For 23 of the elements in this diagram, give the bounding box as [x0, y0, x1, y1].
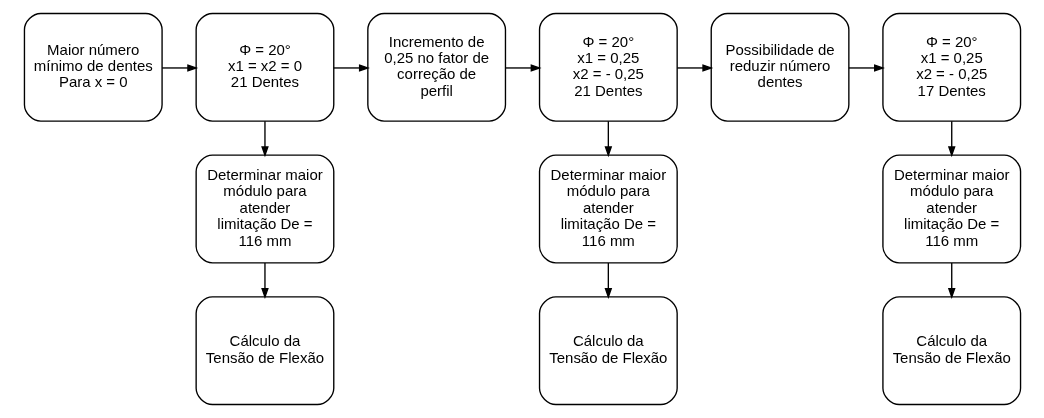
node-box: Cálculo da Tensão de Flexão — [538, 296, 678, 406]
arrow — [504, 64, 542, 72]
node-box: Determinar maior módulo para atender limitação De = 116 mm — [881, 154, 1021, 264]
node-box: Incremento de 0,25 no fator de correção de perfil — [366, 12, 506, 122]
node-box: Determinar maior módulo para atender limitação De = 116 mm — [194, 154, 334, 264]
node-box: Φ = 20° x1 = 0,25 x2 = - 0,25 21 Dentes — [538, 12, 678, 122]
arrow — [604, 262, 612, 299]
node-box: Maior número mínimo de dentes Para x = 0 — [23, 12, 163, 122]
node-box: Φ = 20° x1 = 0,25 x2 = - 0,25 17 Dentes — [881, 12, 1021, 122]
arrow — [260, 120, 269, 158]
node-box: Cálculo da Tensão de Flexão — [881, 296, 1021, 406]
arrow — [847, 64, 885, 72]
arrow — [160, 64, 198, 72]
arrow — [260, 262, 269, 299]
arrow — [947, 262, 956, 299]
node-box: Determinar maior módulo para atender limitação De = 116 mm — [538, 154, 678, 264]
arrow — [332, 64, 370, 72]
arrow — [947, 120, 956, 158]
arrow — [676, 64, 713, 72]
node-box: Cálculo da Tensão de Flexão — [194, 296, 334, 406]
arrow — [604, 120, 612, 158]
node-box: Possibilidade de reduzir número dentes — [710, 12, 850, 122]
node-box: Φ = 20° x1 = x2 = 0 21 Dentes — [194, 12, 334, 122]
